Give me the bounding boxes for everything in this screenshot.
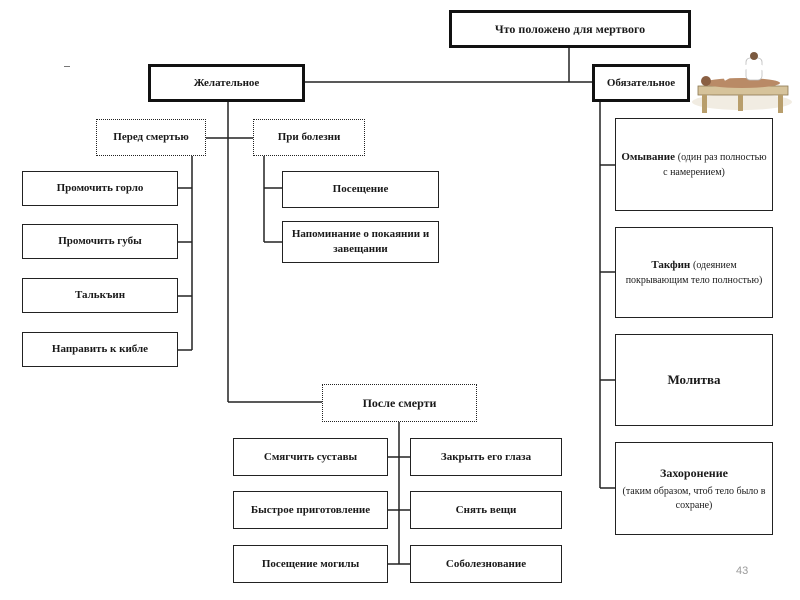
desirable-box: Желательное [148, 64, 305, 102]
after-death-item: Смягчить суставы [233, 438, 388, 476]
before-death-item-label: Талькъин [74, 289, 126, 302]
after-death-item: Закрыть его глаза [410, 438, 562, 476]
obligatory-item: Молитва [615, 334, 773, 426]
before-death-item: Направить к кибле [22, 332, 178, 367]
obligatory-item-title: Омывание [621, 150, 675, 163]
before-death-box: Перед смертью [96, 119, 206, 156]
root-box: Что положено для мертвого [449, 10, 691, 48]
obligatory-item: Такфин (одеянием покрывающим тело полнос… [615, 227, 773, 318]
during-illness-box: При болезни [253, 119, 365, 156]
after-death-item-label: Соболезнование [445, 557, 527, 570]
after-death-item: Соболезнование [410, 545, 562, 583]
slide-number: 43 [736, 565, 749, 577]
after-death-box: После смерти [322, 384, 477, 422]
obligatory-box: Обязательное [592, 64, 690, 102]
after-death-item: Быстрое приготовление [233, 491, 388, 529]
root-label: Что положено для мертвого [494, 21, 646, 36]
before-death-item-label: Направить к кибле [51, 343, 149, 356]
after-death-item-label: Смягчить суставы [263, 450, 358, 463]
stray-mark [64, 66, 70, 67]
obligatory-label: Обязательное [606, 76, 676, 89]
during-illness-label: При болезни [277, 131, 341, 144]
before-death-label: Перед смертью [113, 131, 189, 144]
obligatory-item-title: Такфин [651, 258, 691, 271]
after-death-item: Снять вещи [410, 491, 562, 529]
illness-item: Напоминание о покаянии и завещании [282, 221, 439, 263]
washing-table-illustration [692, 52, 792, 113]
obligatory-item-title: Захоронение [660, 465, 728, 480]
after-death-item-label: Снять вещи [455, 503, 517, 516]
illness-item-label: Напоминание о покаянии и завещании [291, 228, 430, 255]
before-death-item-label: Промочить губы [58, 235, 142, 248]
after-death-item-label: Быстрое приготовление [250, 503, 371, 516]
before-death-item: Промочить горло [22, 171, 178, 206]
obligatory-item-note: (один раз полностью с намерением) [663, 151, 767, 178]
before-death-item-label: Промочить горло [56, 182, 144, 195]
after-death-label: После смерти [362, 395, 437, 410]
illness-item-label: Посещение [332, 183, 389, 196]
illness-item: Посещение [282, 171, 439, 208]
after-death-item: Посещение могилы [233, 545, 388, 583]
obligatory-item-note: (таким образом, чтоб тело было в сохране… [622, 486, 766, 511]
desirable-label: Желательное [193, 76, 260, 89]
obligatory-item-title: Молитва [667, 372, 721, 388]
after-death-item-label: Закрыть его глаза [440, 450, 532, 463]
after-death-item-label: Посещение могилы [261, 557, 360, 570]
before-death-item: Талькъин [22, 278, 178, 313]
before-death-item: Промочить губы [22, 224, 178, 259]
obligatory-item: Омывание (один раз полностью с намерение… [615, 118, 773, 211]
obligatory-item-note: (одеянием покрывающим тело полностью) [625, 259, 763, 286]
obligatory-item: Захоронение (таким образом, чтоб тело бы… [615, 442, 773, 535]
